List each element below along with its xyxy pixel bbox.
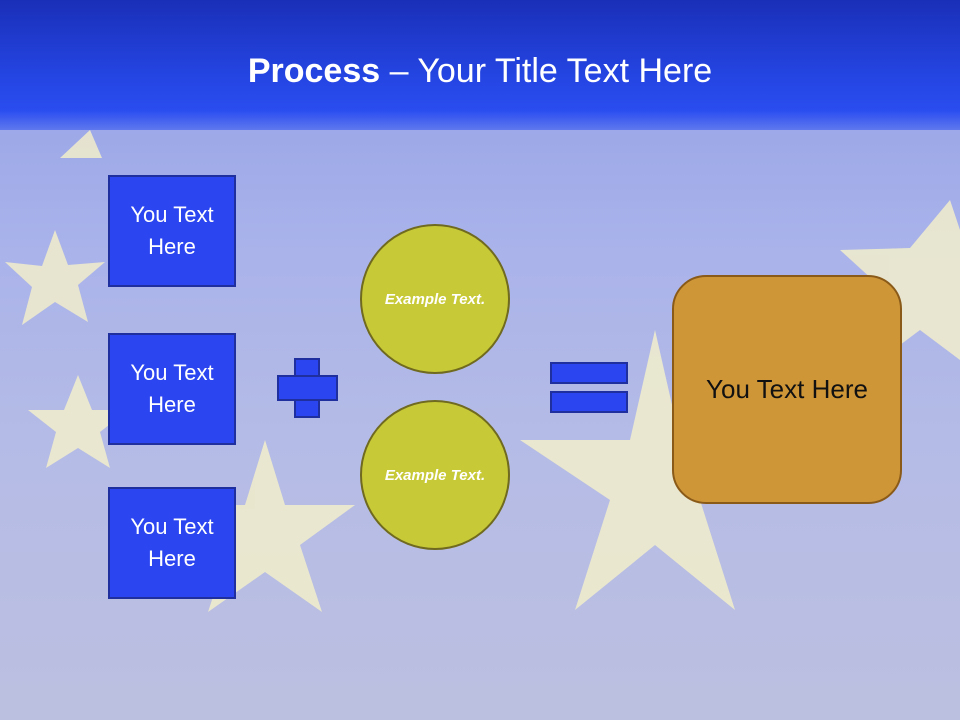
input-box: You Text Here	[108, 175, 236, 287]
star-shape	[520, 330, 790, 610]
input-box-label: You Text Here	[130, 360, 214, 417]
title-bar	[0, 0, 960, 130]
title-rest: – Your Title Text Here	[380, 52, 713, 90]
input-box-label: You Text Here	[130, 202, 214, 259]
slide-title: Process – Your Title Text Here	[0, 52, 960, 91]
input-box-label: You Text Here	[130, 514, 214, 571]
star-shape	[840, 200, 960, 360]
example-circle: Example Text.	[360, 224, 510, 374]
example-circle-label: Example Text.	[384, 290, 486, 308]
star-shape	[175, 440, 355, 612]
input-box: You Text Here	[108, 333, 236, 445]
equals-icon-top-bar	[550, 362, 628, 384]
plus-icon-center	[296, 377, 318, 399]
star-shape	[60, 130, 102, 158]
title-bold: Process	[247, 52, 381, 90]
result-box-label: You Text Here	[706, 374, 868, 404]
example-circle-label: Example Text.	[384, 466, 486, 484]
equals-icon-bottom-bar	[550, 391, 628, 413]
result-box: You Text Here	[672, 275, 902, 504]
star-shape	[28, 375, 128, 468]
star-shape	[5, 230, 105, 325]
example-circle: Example Text.	[360, 400, 510, 550]
input-box: You Text Here	[108, 487, 236, 599]
